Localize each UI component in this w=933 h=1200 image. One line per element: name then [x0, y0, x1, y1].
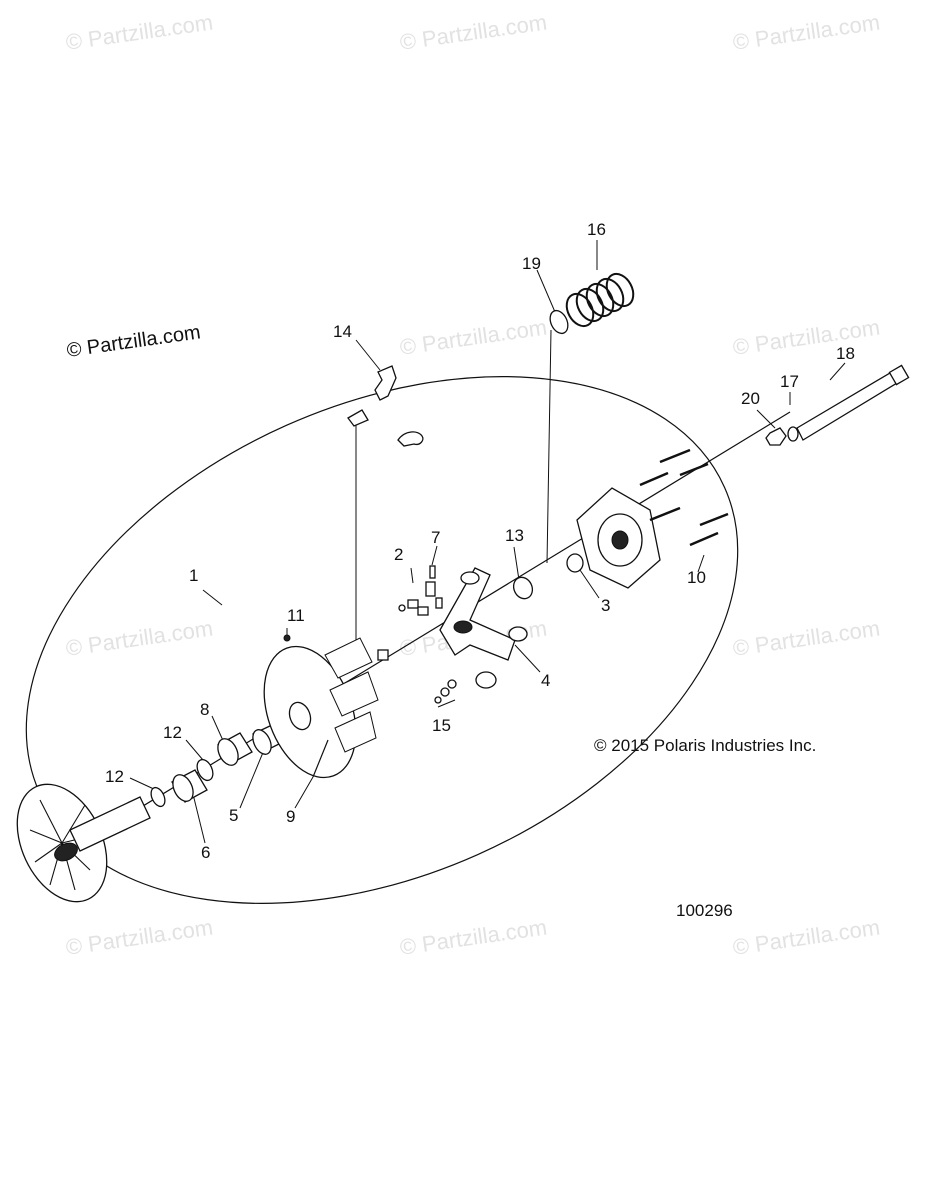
callout-8: 8 [200, 700, 210, 719]
assembly-outline [25, 376, 739, 904]
weights-14 [347, 365, 424, 447]
callout-16: 16 [587, 220, 606, 239]
callout-2: 2 [394, 545, 404, 564]
nut-20 [765, 427, 787, 446]
callout-12-upper: 12 [163, 723, 182, 742]
bushing-6 [171, 769, 208, 803]
set-screw-11 [283, 634, 291, 642]
bushing-5 [252, 724, 284, 755]
callout-10: 10 [687, 568, 706, 587]
rollers-2 [398, 599, 429, 616]
callout-20: 20 [741, 389, 760, 408]
hardware-15 [434, 679, 457, 704]
callout-6: 6 [201, 843, 211, 862]
callout-4: 4 [541, 671, 551, 690]
pin-9 [312, 739, 329, 778]
callout-3: 3 [601, 596, 611, 615]
ring-12-upper [196, 758, 214, 782]
figure-number: 100296 [676, 901, 733, 920]
fixed-sheave [16, 783, 151, 903]
washer-13 [512, 576, 534, 600]
ring-12-lower [150, 786, 166, 808]
callout-15: 15 [432, 716, 451, 735]
pins-7 [425, 565, 443, 609]
ring-19 [549, 309, 569, 335]
washer-17 [787, 426, 799, 442]
polaris-copyright: © 2015 Polaris Industries Inc. [594, 736, 817, 755]
moveable-sheave [263, 637, 379, 779]
callout-17: 17 [780, 372, 799, 391]
bushing-8 [217, 732, 253, 766]
callout-1: 1 [189, 566, 199, 585]
callout-19: 19 [522, 254, 541, 273]
cover-plate [576, 487, 661, 589]
callout-9: 9 [286, 807, 296, 826]
callout-5: 5 [229, 806, 239, 825]
bushing-3 [566, 553, 584, 573]
bolts-10 [639, 448, 729, 547]
spring-16 [565, 272, 635, 328]
callout-18: 18 [836, 344, 855, 363]
callout-14: 14 [333, 322, 352, 341]
callout-12-lower: 12 [105, 767, 124, 786]
callout-11: 11 [287, 606, 305, 625]
leader-lines [129, 240, 846, 844]
spider-assembly [439, 567, 528, 689]
callout-7: 7 [431, 528, 441, 547]
callout-13: 13 [505, 526, 524, 545]
cube-part [377, 649, 389, 661]
bolt-18 [796, 364, 910, 441]
